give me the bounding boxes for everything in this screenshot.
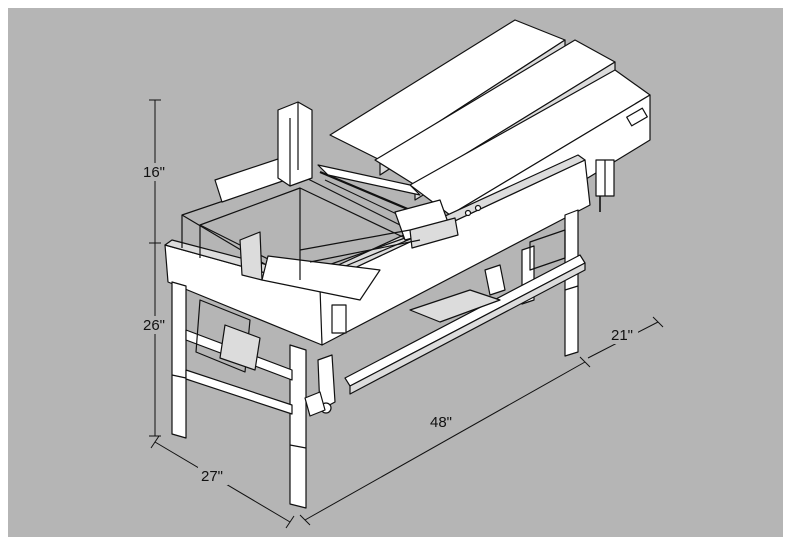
dimension-lower-height: 26" [143, 317, 165, 334]
leg-back-right [564, 209, 579, 357]
leg-front-left [171, 281, 187, 439]
lower-stretchers [185, 229, 586, 417]
carriage-rails [299, 164, 482, 263]
vertical-post [277, 101, 313, 187]
leg-front-right [289, 344, 307, 509]
dimension-labels: 16" 26" 27" 48" 21" [140, 163, 638, 485]
beam-window [331, 304, 347, 334]
dimension-width-front: 27" [201, 468, 223, 485]
dimension-upper-height: 16" [143, 164, 165, 181]
dimension-width-right: 21" [611, 327, 633, 344]
dimension-length: 48" [430, 414, 452, 431]
dimension-lines [149, 99, 664, 529]
right-motor [595, 159, 615, 212]
top-board-plate [626, 107, 648, 127]
